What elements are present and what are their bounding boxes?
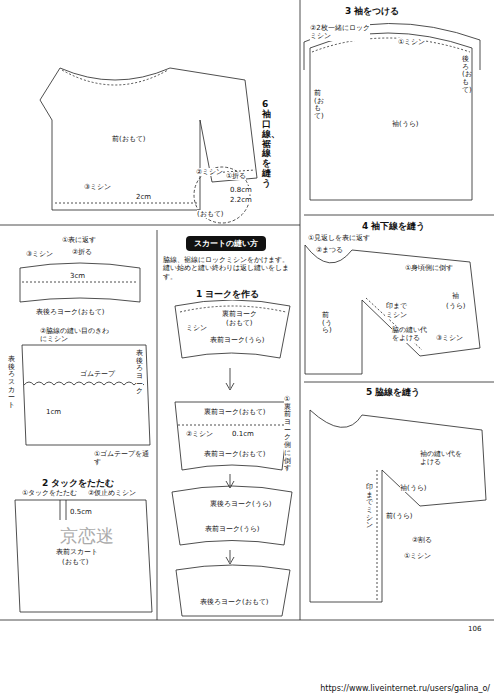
callout-label: (おもて): [226, 319, 252, 327]
callout-label: ①折る: [226, 172, 246, 180]
callout-label: 脇の縫い代をよける: [392, 326, 432, 343]
callout-label: 表前ヨーク(うら): [205, 525, 259, 533]
callout-label: ③ミシン: [84, 183, 111, 191]
callout-label: (おもて): [62, 558, 88, 566]
callout-label: 表後ろヨーク: [136, 350, 143, 396]
callout-label: 袖: [452, 292, 459, 300]
callout-label: ②ミシン: [186, 430, 213, 438]
callout-label: ②割る: [412, 536, 432, 544]
callout-label: ①ミシン: [398, 38, 425, 46]
callout-label: ②まつる: [316, 246, 343, 254]
callout-label: 表後ろスカート: [8, 356, 15, 410]
callout-label: 印まで: [386, 302, 407, 310]
callout-label: 袖の縫い代をよける: [420, 450, 464, 467]
callout-label: ①裏前ヨーク側に倒す: [284, 396, 291, 473]
callout-label: ①身頃側に倒す: [405, 264, 453, 272]
callout-label: 表前ヨーク(おもて): [204, 450, 265, 458]
watermark: 京恋迷: [60, 525, 114, 547]
step-heading: 4 袖下線を縫う: [362, 221, 425, 232]
callout-label: https://www.liveinternet.ru/users/galina…: [320, 684, 490, 694]
callout-label: 2.2cm: [230, 196, 252, 204]
callout-label: 裏前ヨーク(おもて): [204, 408, 265, 416]
callout-label: ①ゴムテープを通す: [94, 450, 152, 467]
callout-label: ①見返しを表に返す: [308, 234, 370, 242]
step-heading: 1 ヨークを作る: [196, 289, 259, 300]
callout-label: ゴムテープ: [80, 370, 115, 378]
callout-label: 裏後ろヨーク(うら): [210, 500, 271, 508]
callout-label: ミシン: [186, 324, 207, 332]
step-heading: 6 袖口線、裾線を縫う: [262, 100, 271, 189]
callout-label: 袖(うら): [400, 484, 426, 492]
callout-label: 0.8cm: [230, 186, 252, 194]
callout-label: 前(うら): [386, 512, 412, 520]
callout-label: ②2枚一緒にロックミシン: [310, 24, 370, 41]
callout-label: ②仮止めミシン: [88, 489, 136, 497]
callout-label: 表前ヨーク(うら): [210, 336, 264, 344]
step-heading: 3 袖をつける: [345, 6, 399, 17]
callout-label: 袖(うら): [392, 120, 418, 128]
callout-label: 表後ろヨーク(おもて): [36, 308, 104, 316]
callout-label: 前(おもて): [314, 90, 321, 121]
callout-label: 後ろ(おもて): [462, 56, 469, 94]
step-heading: 5 脇線を縫う: [366, 387, 420, 398]
heading-box: スカートの縫い方: [186, 236, 266, 251]
callout-label: ①タックをたたむ: [22, 489, 77, 497]
callout-label: 2cm: [136, 193, 151, 201]
callout-label: 前(うら): [322, 312, 329, 335]
heading-text: スカートの縫い方: [194, 239, 258, 248]
step-heading: 2 タックをたたむ: [42, 478, 114, 489]
callout-label: 1cm: [46, 408, 61, 416]
callout-label: ミシン: [386, 311, 407, 319]
callout-label: ②脇線の縫い目のきわにミシン: [40, 327, 112, 344]
callout-label: 前(おもて): [112, 135, 145, 143]
callout-label: 表前スカート: [56, 548, 98, 556]
callout-label: 106: [468, 625, 481, 633]
callout-label: 0.1cm: [232, 430, 254, 438]
callout-label: ③ミシン: [26, 250, 53, 258]
callout-label: ①ミシン: [404, 552, 431, 560]
callout-label: 印までミシン: [366, 484, 373, 530]
callout-label: 裏前ヨーク: [222, 310, 257, 318]
callout-label: 0.5cm: [70, 508, 92, 516]
callout-label: ②折る: [72, 248, 92, 256]
callout-label: ②ミシン: [196, 168, 223, 176]
callout-label: ③ミシン: [436, 334, 463, 342]
callout-label: 表後ろヨーク(おもて): [200, 598, 268, 606]
callout-label: 脇線、裾線にロックミシンをかけます。縫い始めと縫い終わりは返し縫いをします。: [163, 256, 295, 281]
callout-label: ①表に返す: [62, 236, 96, 244]
callout-label: (うら): [446, 302, 465, 310]
callout-label: 3cm: [70, 272, 85, 280]
callout-label: (おもて): [197, 210, 223, 218]
